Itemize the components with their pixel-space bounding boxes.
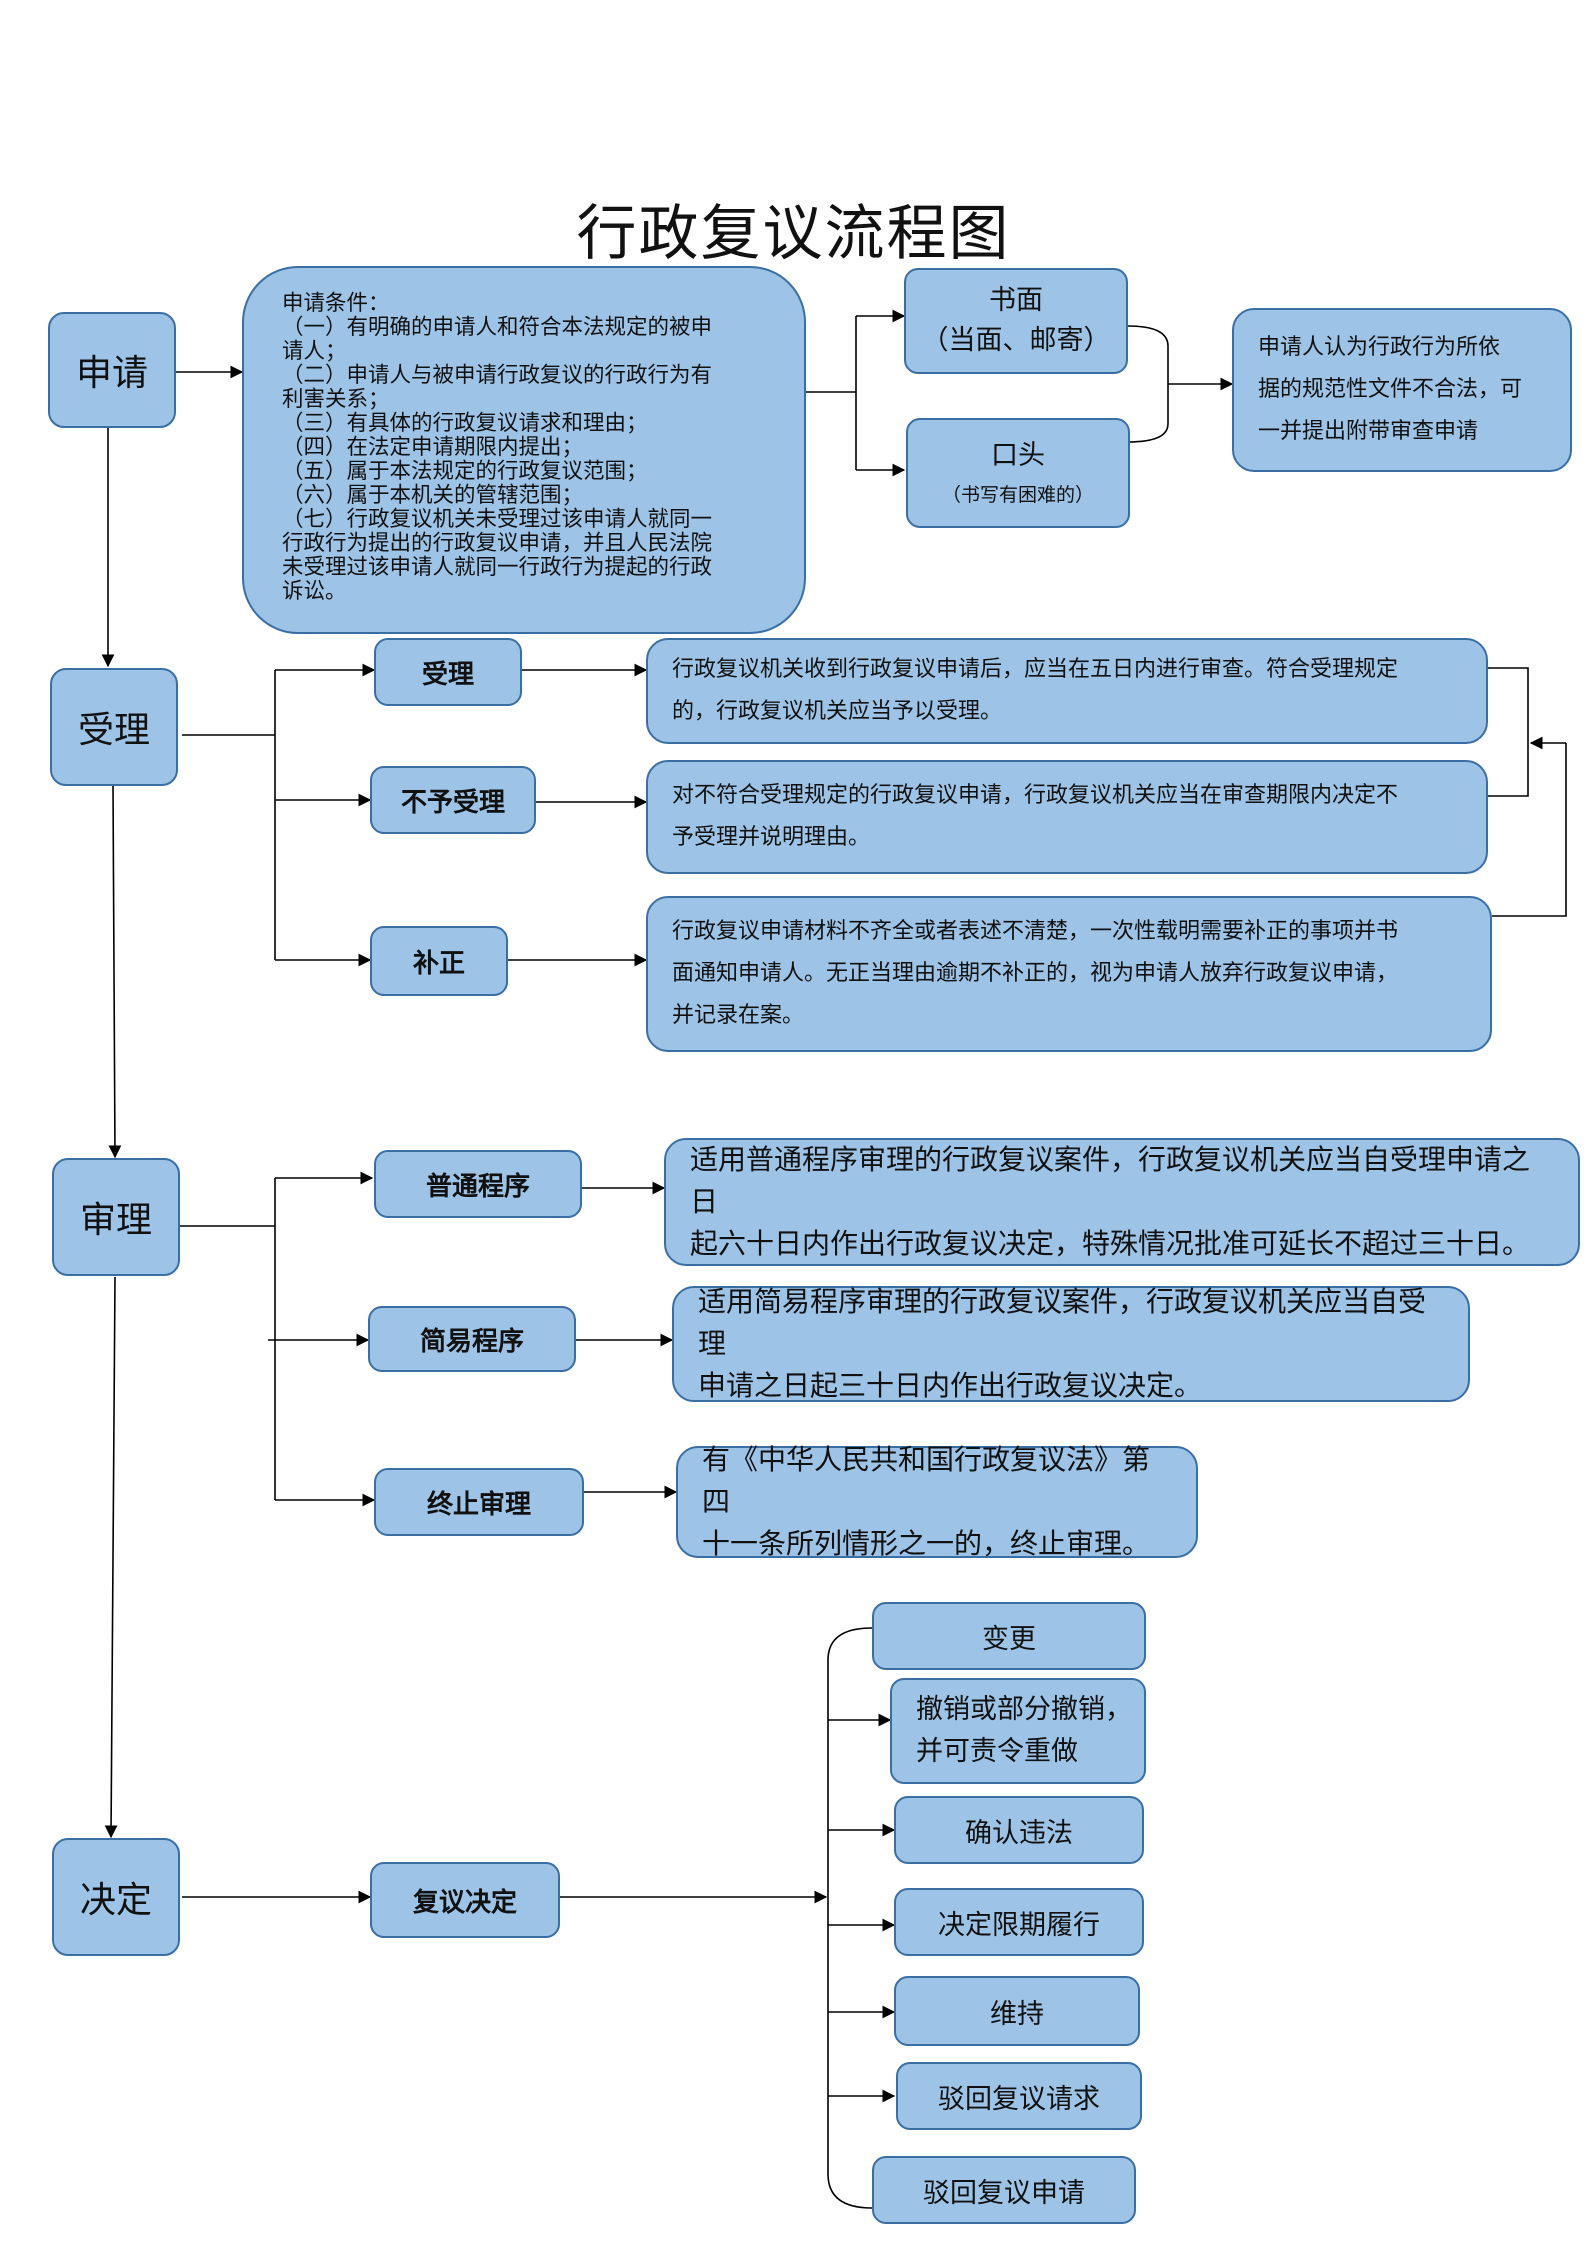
condition-line: 行政行为提出的行政复议申请，并且人民法院 [282, 531, 713, 556]
stop-desc-line: 十一条所列情形之一的，终止审理。 [702, 1527, 1151, 1560]
condition-line: （一）有明确的申请人和符合本法规定的被申 [282, 315, 713, 340]
reject-description: 对不符合受理规定的行政复议申请，行政复议机关应当在审查期限内决定不 予受理并说明… [646, 760, 1488, 874]
feedback-correct [1492, 743, 1567, 917]
normal-desc-line: 适用普通程序审理的行政复议案件，行政复议机关应当自受理申请之日 [690, 1143, 1531, 1218]
method-oral-note: （书写有困难的） [941, 484, 1094, 506]
conditions-heading: 申请条件： [282, 291, 390, 316]
outcome-revoke-line: 并可责令重做 [916, 1736, 1078, 1767]
stage-decide: 决定 [52, 1838, 180, 1956]
apply-note: 申请人认为行政行为所依 据的规范性文件不合法，可 一并提出附带审查申请 [1232, 308, 1572, 472]
condition-line: 诉讼。 [282, 579, 347, 604]
simple-procedure-description: 适用简易程序审理的行政复议案件，行政复议机关应当自受理 申请之日起三十日内作出行… [672, 1285, 1470, 1402]
stage-review: 审理 [52, 1158, 180, 1276]
simple-desc-line: 适用简易程序审理的行政复议案件，行政复议机关应当自受理 [698, 1285, 1427, 1360]
condition-line: （三）有具体的行政复议请求和理由； [282, 411, 648, 436]
correct-description: 行政复议申请材料不齐全或者表述不清楚，一次性载明需要补正的事项并书 面通知申请人… [646, 896, 1492, 1052]
normal-desc-line: 起六十日内作出行政复议决定，特殊情况批准可延长不超过三十日。 [690, 1227, 1531, 1260]
outcome-uphold: 维持 [894, 1976, 1140, 2046]
reject-label: 不予受理 [370, 766, 536, 834]
apply-note-line: 申请人认为行政行为所依 [1258, 335, 1501, 360]
decision-label: 复议决定 [370, 1862, 560, 1938]
correct-desc-line: 并记录在案。 [672, 1003, 805, 1028]
feedback-reject [1486, 667, 1529, 797]
outcome-revoke-line: 撤销或部分撤销， [916, 1694, 1132, 1725]
correct-desc-line: 面通知申请人。无正当理由逾期不补正的，视为申请人放弃行政复议申请， [672, 961, 1399, 986]
reject-desc-line: 予受理并说明理由。 [672, 825, 871, 850]
accept-description: 行政复议机关收到行政复议申请后，应当在五日内进行审查。符合受理规定 的，行政复议… [646, 638, 1488, 744]
simple-procedure-label: 简易程序 [368, 1306, 576, 1372]
method-written-label: 书面 [989, 285, 1043, 316]
arrow-review-to-decide [104, 1276, 118, 1839]
method-oral-label: 口头 [991, 440, 1045, 471]
stop-review-description: 有《中华人民共和国行政复议法》第四 十一条所列情形之一的，终止审理。 [676, 1443, 1198, 1560]
outcome-dismiss-application: 驳回复议申请 [872, 2156, 1136, 2224]
accept-desc-line: 行政复议机关收到行政复议申请后，应当在五日内进行审查。符合受理规定 [672, 657, 1399, 682]
apply-note-line: 据的规范性文件不合法，可 [1258, 377, 1523, 402]
simple-desc-line: 申请之日起三十日内作出行政复议决定。 [698, 1369, 1203, 1402]
method-written: 书面 （当面、邮寄） [904, 268, 1128, 374]
method-written-note: （当面、邮寄） [921, 325, 1111, 356]
arrow-accept-to-review [108, 785, 122, 1159]
condition-line: 未受理过该申请人就同一行政行为提起的行政 [282, 555, 713, 580]
accept-label: 受理 [374, 638, 522, 706]
normal-procedure-description: 适用普通程序审理的行政复议案件，行政复议机关应当自受理申请之日 起六十日内作出行… [664, 1138, 1580, 1266]
page-title: 行政复议流程图 [576, 199, 1011, 269]
outcome-confirm-illegal: 确认违法 [894, 1796, 1144, 1864]
accept-desc-line: 的，行政复议机关应当予以受理。 [672, 699, 1003, 724]
condition-line: （七）行政复议机关未受理过该申请人就同一 [282, 507, 713, 532]
condition-line: 利害关系； [282, 387, 390, 412]
condition-line: （二）申请人与被申请行政复议的行政行为有 [282, 363, 713, 388]
outcome-bracket [827, 1627, 873, 2209]
correct-desc-line: 行政复议申请材料不齐全或者表述不清楚，一次性载明需要补正的事项并书 [672, 919, 1399, 944]
reject-desc-line: 对不符合受理规定的行政复议申请，行政复议机关应当在审查期限内决定不 [672, 783, 1399, 808]
outcome-dismiss-request: 驳回复议请求 [896, 2062, 1142, 2130]
apply-note-line: 一并提出附带审查申请 [1258, 419, 1479, 444]
outcome-change: 变更 [872, 1602, 1146, 1670]
condition-line: （四）在法定申请期限内提出； [282, 435, 584, 460]
condition-line: （五）属于本法规定的行政复议范围； [282, 459, 648, 484]
bracket-methods [1127, 325, 1169, 443]
condition-line: （六）属于本机关的管辖范围； [282, 483, 584, 508]
stage-apply: 申请 [48, 312, 176, 428]
condition-line: 请人； [282, 339, 347, 364]
stage-accept: 受理 [50, 668, 178, 786]
outcome-order-performance: 决定限期履行 [894, 1888, 1144, 1956]
normal-procedure-label: 普通程序 [374, 1150, 582, 1218]
stop-review-label: 终止审理 [374, 1468, 584, 1536]
correct-label: 补正 [370, 926, 508, 996]
outcome-revoke: 撤销或部分撤销， 并可责令重做 [890, 1678, 1146, 1784]
apply-conditions: 申请条件： （一）有明确的申请人和符合本法规定的被申 请人； （二）申请人与被申… [242, 266, 806, 634]
method-oral: 口头 （书写有困难的） [906, 418, 1130, 528]
stop-desc-line: 有《中华人民共和国行政复议法》第四 [702, 1443, 1151, 1518]
